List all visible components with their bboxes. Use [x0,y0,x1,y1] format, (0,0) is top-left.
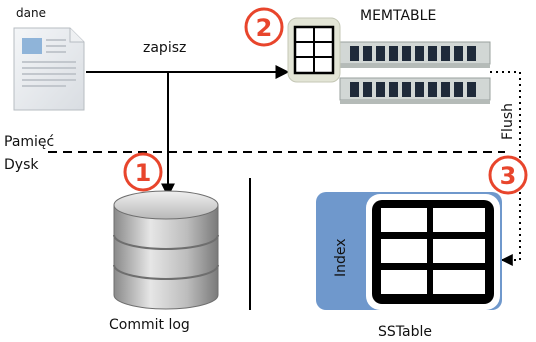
sstable-icon [316,192,502,310]
step-marker-3: 3 [488,155,528,195]
step-marker-1: 1 [123,152,163,192]
step-number-1: 1 [135,159,152,187]
memtable-icon [287,17,341,83]
data-label: dane [16,6,46,20]
memory-label: Pamięć [4,134,54,150]
step-marker-2: 2 [244,7,284,47]
sstable-label: SSTable [378,324,432,340]
ram-module-icon [339,41,491,68]
database-icon [113,190,219,310]
memtable-label: MEMTABLE [360,8,436,24]
write-label: zapisz [143,40,186,56]
step-number-3: 3 [500,162,517,190]
document-icon [13,27,85,111]
commit-log-label: Commit log [109,317,190,333]
disk-label: Dysk [4,157,39,173]
index-label: Index [333,238,349,277]
flush-label: Flush [500,103,516,140]
step-number-2: 2 [256,14,273,42]
ram-module-icon [339,77,491,104]
